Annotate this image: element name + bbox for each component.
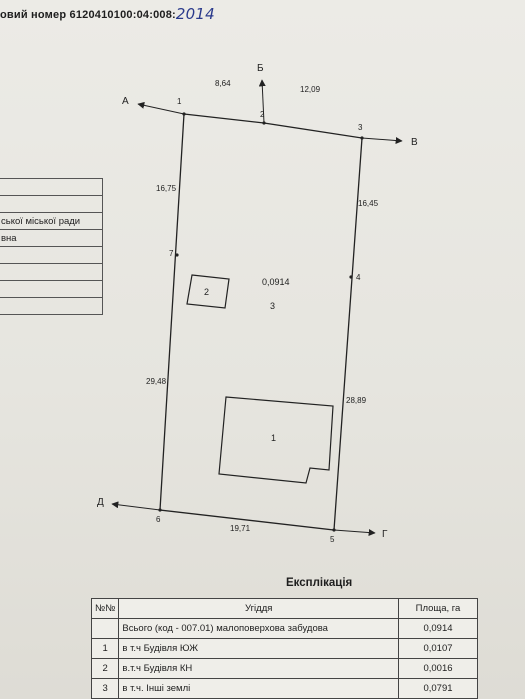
- point-label-5: 5: [330, 535, 335, 544]
- table-row: [0, 297, 103, 315]
- direction-line-b: [258, 79, 266, 124]
- row-land: Всього (код - 007.01) малоповерхова забу…: [118, 618, 399, 639]
- vertex-5: [332, 528, 336, 532]
- building-1: [218, 396, 334, 484]
- point-label-1: 1: [177, 97, 182, 106]
- dimension-3-4: 16,45: [358, 199, 379, 208]
- direction-label-g: Г: [382, 529, 388, 540]
- building-2-label: 2: [204, 287, 209, 297]
- row-area: 0,0791: [398, 678, 478, 699]
- table-cell: [0, 297, 103, 315]
- row-area: 0,0107: [398, 638, 478, 659]
- point-label-2: 2: [260, 110, 265, 119]
- column-header-land: Угіддя: [118, 598, 399, 619]
- owner-info-table: ської міської ради вна: [0, 178, 103, 315]
- point-label-3: 3: [358, 123, 363, 132]
- direction-line-v: [361, 137, 403, 145]
- parcel-area-label: 0,0914: [262, 277, 290, 287]
- row-area: 0,0016: [398, 658, 478, 679]
- cadastral-number-line: овий номер 6120410100:04:008:2014: [0, 4, 215, 23]
- direction-label-a: А: [122, 96, 129, 107]
- direction-line-g: [333, 529, 376, 537]
- row-land: в.т.ч Будівля КН: [118, 658, 399, 679]
- dimension-1-7: 16,75: [156, 184, 177, 193]
- parcel-boundary: [159, 113, 363, 531]
- dimension-1-2: 8,64: [215, 79, 231, 88]
- direction-label-d: Д: [97, 497, 104, 508]
- building-1-label: 1: [271, 433, 276, 443]
- column-header-number: №№: [90, 598, 120, 619]
- vertex-2: [262, 121, 266, 125]
- row-land: в т.ч. Інші землі: [118, 678, 399, 699]
- table-row: 2 в.т.ч Будівля КН 0,0016: [90, 658, 478, 679]
- row-number: [90, 618, 120, 639]
- row-area: 0,0914: [398, 618, 478, 639]
- row-land: в т.ч Будівля ЮЖ: [118, 638, 399, 659]
- row-number: 2: [90, 658, 120, 679]
- vertex-7: [175, 253, 179, 257]
- dimension-4-5: 28,89: [346, 396, 367, 405]
- vertex-1: [182, 112, 186, 116]
- table-row: 1 в т.ч Будівля ЮЖ 0,0107: [90, 638, 478, 659]
- table-row: 3 в т.ч. Інші землі 0,0791: [90, 678, 478, 699]
- cadastral-number: 6120410100:04:008:: [69, 9, 176, 21]
- vertex-6: [158, 508, 162, 512]
- vertex-3: [360, 136, 364, 140]
- row-number: 1: [90, 638, 120, 659]
- land-number-label: 3: [270, 301, 275, 311]
- dimension-2-3: 12,09: [300, 85, 321, 94]
- direction-label-v: В: [411, 137, 418, 148]
- handwritten-number: 2014: [175, 5, 215, 23]
- dimension-7-6: 29,48: [146, 377, 167, 386]
- point-label-4: 4: [356, 273, 361, 282]
- column-header-area: Площа, га: [398, 598, 478, 619]
- explication-table: №№ Угіддя Площа, га Всього (код - 007.01…: [90, 598, 478, 699]
- cadastral-label: овий номер: [0, 9, 67, 21]
- dimension-6-5: 19,71: [230, 524, 251, 533]
- table-row: Всього (код - 007.01) малоповерхова забу…: [90, 618, 478, 639]
- direction-line-a: [137, 101, 185, 115]
- building-2: [186, 274, 230, 309]
- direction-line-d: [111, 501, 161, 511]
- explication-title: Експлікація: [286, 577, 353, 589]
- table-header-row: №№ Угіддя Площа, га: [90, 598, 478, 619]
- vertex-4: [349, 275, 353, 279]
- row-number: 3: [90, 678, 120, 699]
- point-label-7: 7: [169, 249, 174, 258]
- point-label-6: 6: [156, 515, 161, 524]
- direction-label-b: Б: [257, 63, 264, 74]
